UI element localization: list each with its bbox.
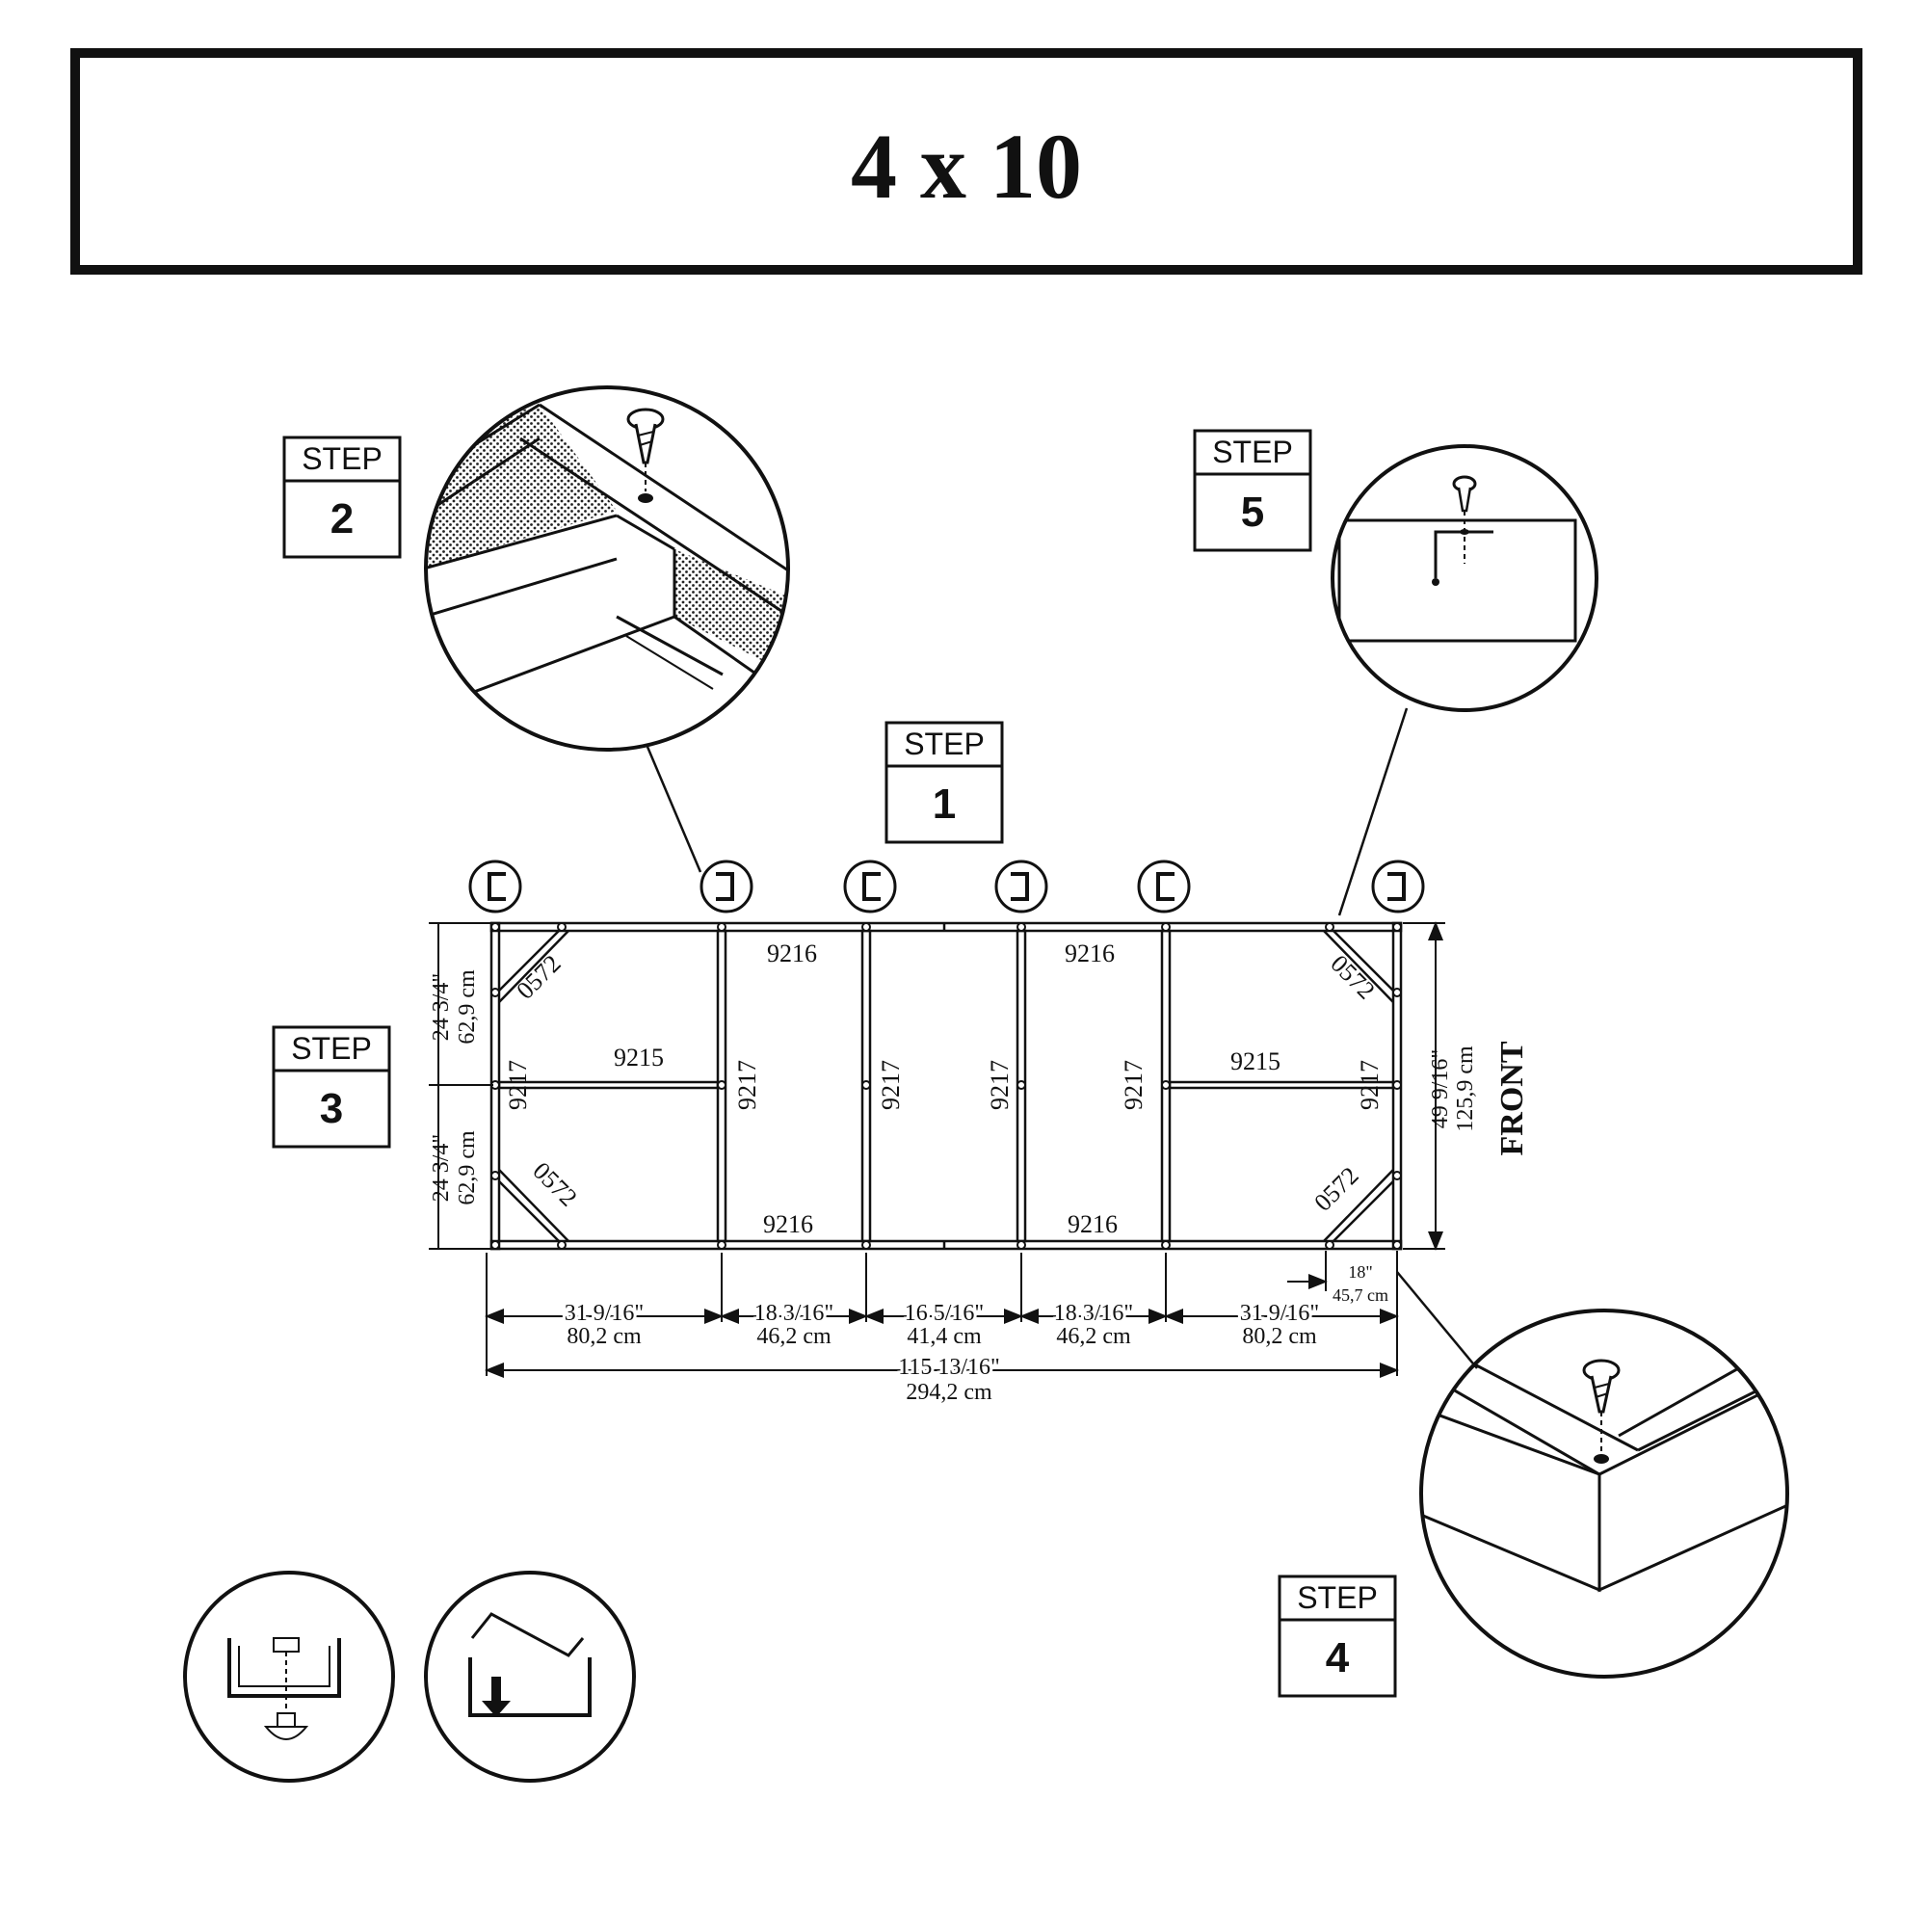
- screw-icon: [626, 408, 665, 503]
- bottom-side-rail: [489, 1239, 1403, 1251]
- step-label: STEP: [1297, 1580, 1378, 1615]
- dim-bay-cm: 80,2 cm: [1242, 1324, 1317, 1349]
- step-label: STEP: [1212, 435, 1293, 469]
- detail-step-2: [424, 385, 790, 873]
- dim-bay-cm: 80,2 cm: [567, 1324, 642, 1349]
- page-title: 4 x 10: [851, 115, 1082, 218]
- channel-left-icon: [862, 872, 881, 901]
- step-badge-1: STEP 1: [884, 721, 1004, 844]
- dim-total-cm: 294,2 cm: [906, 1380, 992, 1405]
- dim-bay-in: 31 9/16": [1240, 1301, 1319, 1326]
- dim-bay-cm: 46,2 cm: [1056, 1324, 1131, 1349]
- part-label-9217: 9217: [733, 1060, 761, 1110]
- part-label-9216: 9216: [1065, 940, 1115, 967]
- dim-bay-in: 16 5/16": [905, 1301, 984, 1326]
- bolt-holes: [490, 922, 1402, 1250]
- dim-corner-in: 18": [1348, 1262, 1372, 1282]
- part-label-9216: 9216: [763, 1210, 813, 1238]
- dim-bay-in: 18 3/16": [1054, 1301, 1133, 1326]
- step-number: 5: [1241, 489, 1264, 536]
- title-box: 4 x 10: [70, 48, 1862, 275]
- part-label-9217: 9217: [877, 1060, 905, 1110]
- step-number: 3: [320, 1085, 343, 1132]
- screw-icon: [1582, 1359, 1621, 1464]
- dim-left-lower-in: 24 3/4": [429, 1134, 454, 1202]
- dim-bay-in: 18 3/16": [754, 1301, 833, 1326]
- frame-plan: 9216 9216 9216 9216 9215 9215 9217 9217 …: [429, 860, 1530, 1405]
- part-label-9217: 9217: [1356, 1060, 1384, 1110]
- step-badge-2: STEP 2: [282, 436, 402, 559]
- part-label-9216: 9216: [767, 940, 817, 967]
- gusset: [498, 1169, 569, 1242]
- step-badge-3: STEP 3: [272, 1025, 391, 1149]
- step-badge-4: STEP 4: [1278, 1575, 1397, 1698]
- dim-left-lower-cm: 62,9 cm: [455, 1130, 480, 1205]
- dim-bay-cm: 46,2 cm: [756, 1324, 832, 1349]
- part-label-0572: 0572: [1325, 949, 1380, 1004]
- legend-insert-panel: [424, 1571, 636, 1783]
- dim-left-upper-cm: 62,9 cm: [455, 969, 480, 1045]
- channel-right-icon: [1011, 872, 1029, 901]
- part-label-9215: 9215: [1230, 1047, 1280, 1075]
- gusset: [1323, 1169, 1394, 1242]
- down-arrow-icon: [482, 1677, 511, 1717]
- gusset: [1323, 930, 1394, 1003]
- rail-fastener-illustration: [1337, 475, 1577, 643]
- cross-bar-left: [497, 1080, 720, 1090]
- channel-markers: [468, 860, 1425, 913]
- dim-right-cm: 125,9 cm: [1453, 1045, 1478, 1132]
- channel-left-icon: [488, 872, 506, 901]
- front-label: FRONT: [1494, 1041, 1530, 1155]
- dim-left-upper-in: 24 3/4": [429, 973, 454, 1041]
- part-label-0572: 0572: [511, 949, 566, 1004]
- step-number: 2: [330, 495, 354, 543]
- part-label-9217: 9217: [1120, 1060, 1148, 1110]
- detail-step-4: [1396, 1271, 1789, 1679]
- dim-bay-cm: 41,4 cm: [907, 1324, 982, 1349]
- step-label: STEP: [302, 441, 383, 476]
- part-label-9215: 9215: [614, 1044, 664, 1072]
- corner-joint-illustration: [1421, 1347, 1787, 1593]
- gusset: [498, 930, 569, 1003]
- dim-total-in: 115 13/16": [898, 1355, 1000, 1380]
- step-label: STEP: [904, 727, 985, 761]
- top-side-rail: [489, 921, 1403, 933]
- step-badge-5: STEP 5: [1193, 429, 1312, 552]
- part-label-9217: 9217: [986, 1060, 1014, 1110]
- channel-left-icon: [1156, 872, 1175, 901]
- step-number: 4: [1326, 1634, 1350, 1681]
- dim-corner-cm: 45,7 cm: [1333, 1285, 1388, 1305]
- channel-right-icon: [1387, 872, 1406, 901]
- step-label: STEP: [291, 1031, 372, 1066]
- channel-right-icon: [716, 872, 734, 901]
- dim-right-in: 49 9/16": [1428, 1049, 1453, 1128]
- detail-step-5: [1331, 444, 1598, 916]
- screw-icon: [1452, 475, 1477, 564]
- part-label-9217: 9217: [504, 1060, 532, 1110]
- step-number: 1: [933, 781, 956, 828]
- dim-bay-in: 31 9/16": [565, 1301, 644, 1326]
- legend-bolt-through-channel: [183, 1571, 395, 1783]
- part-label-9216: 9216: [1068, 1210, 1118, 1238]
- part-label-0572: 0572: [527, 1156, 582, 1211]
